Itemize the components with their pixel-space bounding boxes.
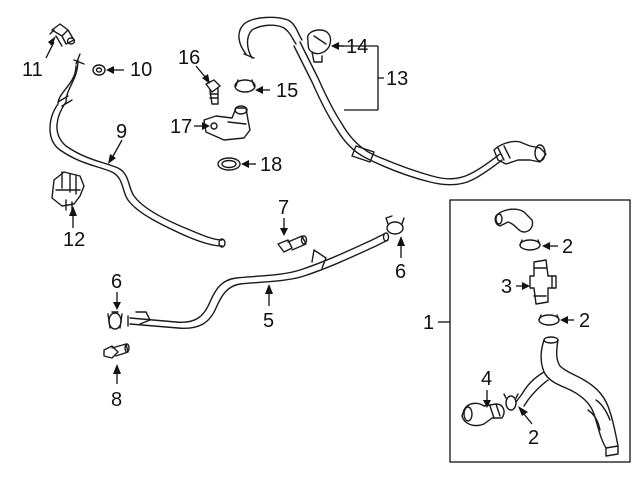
callout-2-bottom: 2: [528, 427, 539, 449]
callout-7: 7: [278, 197, 289, 219]
callout-2-middle: 2: [579, 310, 590, 332]
hose-assembly-part-13: [238, 16, 547, 186]
callout-6-left: 6: [111, 271, 122, 293]
callout-11: 11: [22, 59, 43, 81]
callout-15: 15: [276, 80, 298, 102]
clamp-part-6-left: [107, 311, 123, 330]
valve-part-17: [203, 105, 251, 141]
bolt-part-8: [103, 343, 130, 359]
callout-3: 3: [501, 276, 512, 298]
pipe-part-5: [127, 232, 390, 329]
hose-kit-part-1: [449, 199, 631, 463]
callout-5: 5: [263, 310, 274, 332]
callout-13: 13: [386, 68, 408, 90]
clip-part-12: [51, 171, 85, 211]
leader-lines: [45, 36, 574, 425]
callout-12: 12: [63, 229, 85, 251]
callout-labels: 11 10 9 12 16 15 17 18 14 13 7 6 5 6 8 1…: [22, 36, 590, 449]
callout-16: 16: [178, 47, 200, 69]
bolt-part-16: [205, 79, 221, 105]
hose-part-9: [49, 53, 226, 248]
o-ring-part-10: [92, 64, 106, 76]
callout-2-top: 2: [562, 236, 573, 258]
callout-10: 10: [130, 59, 152, 81]
callout-4: 4: [481, 368, 492, 390]
clamp-part-15: [234, 79, 256, 93]
clamp-part-6-right: [385, 215, 405, 235]
o-ring-part-18: [217, 157, 241, 171]
callout-18: 18: [260, 154, 282, 176]
callout-9: 9: [116, 121, 127, 143]
bolt-part-7: [277, 235, 308, 253]
callout-14: 14: [346, 36, 368, 58]
callout-6-right: 6: [395, 261, 406, 283]
clamp-part-14: [306, 29, 332, 63]
callout-8: 8: [111, 389, 122, 411]
callout-1: 1: [423, 312, 434, 334]
bolt-part-11: [49, 23, 76, 47]
callout-17: 17: [170, 116, 192, 138]
